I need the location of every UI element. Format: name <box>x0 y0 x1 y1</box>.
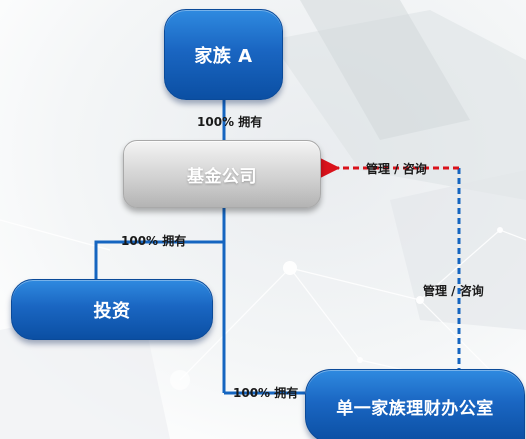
ownership-label-family-fund: 100% 拥有 <box>197 115 263 129</box>
family-a-node: 家族 A <box>164 9 283 100</box>
family-office-label: 单一家族理财办公室 <box>336 398 494 419</box>
investment-label: 投资 <box>93 300 131 322</box>
management-label-arrow: 管理 / 咨询 <box>366 162 427 176</box>
family-office-node: 单一家族理财办公室 <box>305 369 525 439</box>
investment-node: 投资 <box>11 279 213 340</box>
management-label-vertical: 管理 / 咨询 <box>423 284 484 298</box>
ownership-label-fund-invest: 100% 拥有 <box>121 234 187 248</box>
fund-company-label: 基金公司 <box>187 166 257 187</box>
ownership-label-fund-office: 100% 拥有 <box>233 386 299 400</box>
fund-company-node: 基金公司 <box>123 140 321 208</box>
ownership-connectors <box>94 100 305 395</box>
family-a-label: 家族 A <box>194 45 253 67</box>
